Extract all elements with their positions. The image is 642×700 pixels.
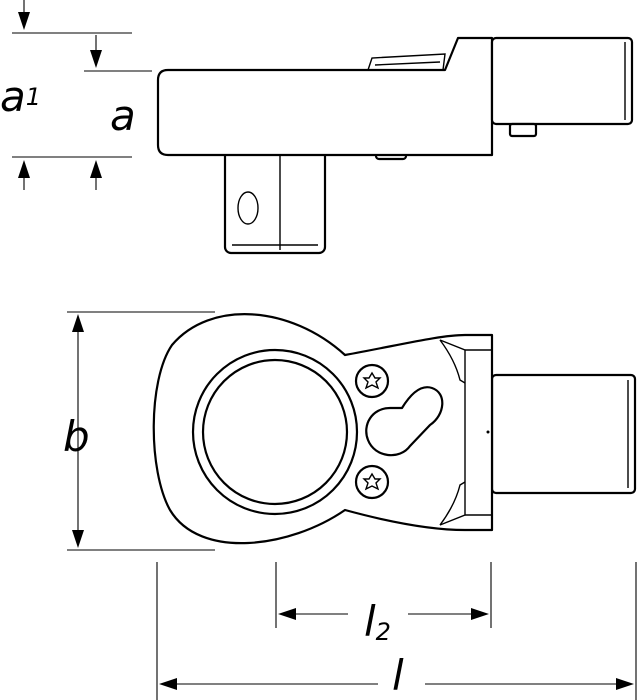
label-l2: l2 <box>364 597 391 646</box>
reversing-lever <box>365 386 444 457</box>
label-a1: a1 <box>0 72 41 121</box>
ratchet-ring-inner <box>201 358 349 506</box>
detent-ball <box>237 191 259 225</box>
dimension-b: b <box>63 311 215 551</box>
label-l: l <box>392 651 404 700</box>
dimension-a: a <box>84 35 152 190</box>
label-a: a <box>110 91 136 140</box>
dimension-l: l <box>156 562 637 700</box>
label-b: b <box>63 412 90 461</box>
dimension-l2: l2 <box>275 562 492 646</box>
top-view <box>152 313 637 545</box>
screw-bottom <box>354 464 390 500</box>
square-drive <box>223 148 327 255</box>
side-view <box>156 36 634 255</box>
insert-tongue-top <box>490 373 637 495</box>
dimension-a1: a1 <box>0 0 132 190</box>
head-body <box>156 36 494 157</box>
screw-top <box>354 363 390 399</box>
insert-tongue <box>490 36 634 138</box>
